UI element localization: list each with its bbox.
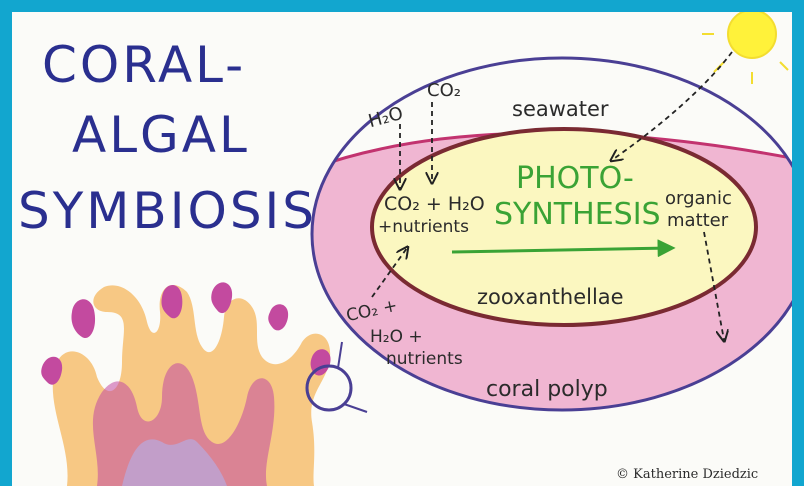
- matter-label: matter: [667, 210, 729, 231]
- title-line-3: SYMBIOSIS: [18, 182, 317, 240]
- co2-h2o-label: CO₂ + H₂O: [384, 193, 485, 215]
- organic-label: organic: [665, 188, 732, 209]
- co2-top-label: CO₂: [427, 80, 461, 101]
- photosynthesis-label-1: PHOTO-: [516, 161, 634, 196]
- seawater-label: seawater: [512, 97, 609, 121]
- magnifier-connector: [344, 404, 367, 412]
- nutrients-inner-label: +nutrients: [378, 217, 469, 237]
- title-line-1: CORAL-: [42, 36, 246, 94]
- title-line-2: ALGAL: [72, 106, 250, 164]
- outer-h2o-label: H₂O +: [370, 327, 423, 347]
- zooxanthellae-label: zooxanthellae: [477, 285, 624, 309]
- diagram-svg: CORAL- ALGAL SYMBIOSIS seawater CO₂ H₂O …: [12, 12, 792, 486]
- credit-text: © Katherine Dziedzic: [616, 467, 758, 482]
- outer-nutrients-label: nutrients: [386, 349, 463, 369]
- photosynthesis-label-2: SYNTHESIS: [494, 197, 661, 232]
- coral-polyp-illustration: [41, 282, 330, 486]
- diagram-canvas: CORAL- ALGAL SYMBIOSIS seawater CO₂ H₂O …: [12, 12, 792, 486]
- coral-polyp-label: coral polyp: [486, 377, 608, 402]
- magnifier-connector: [338, 342, 342, 368]
